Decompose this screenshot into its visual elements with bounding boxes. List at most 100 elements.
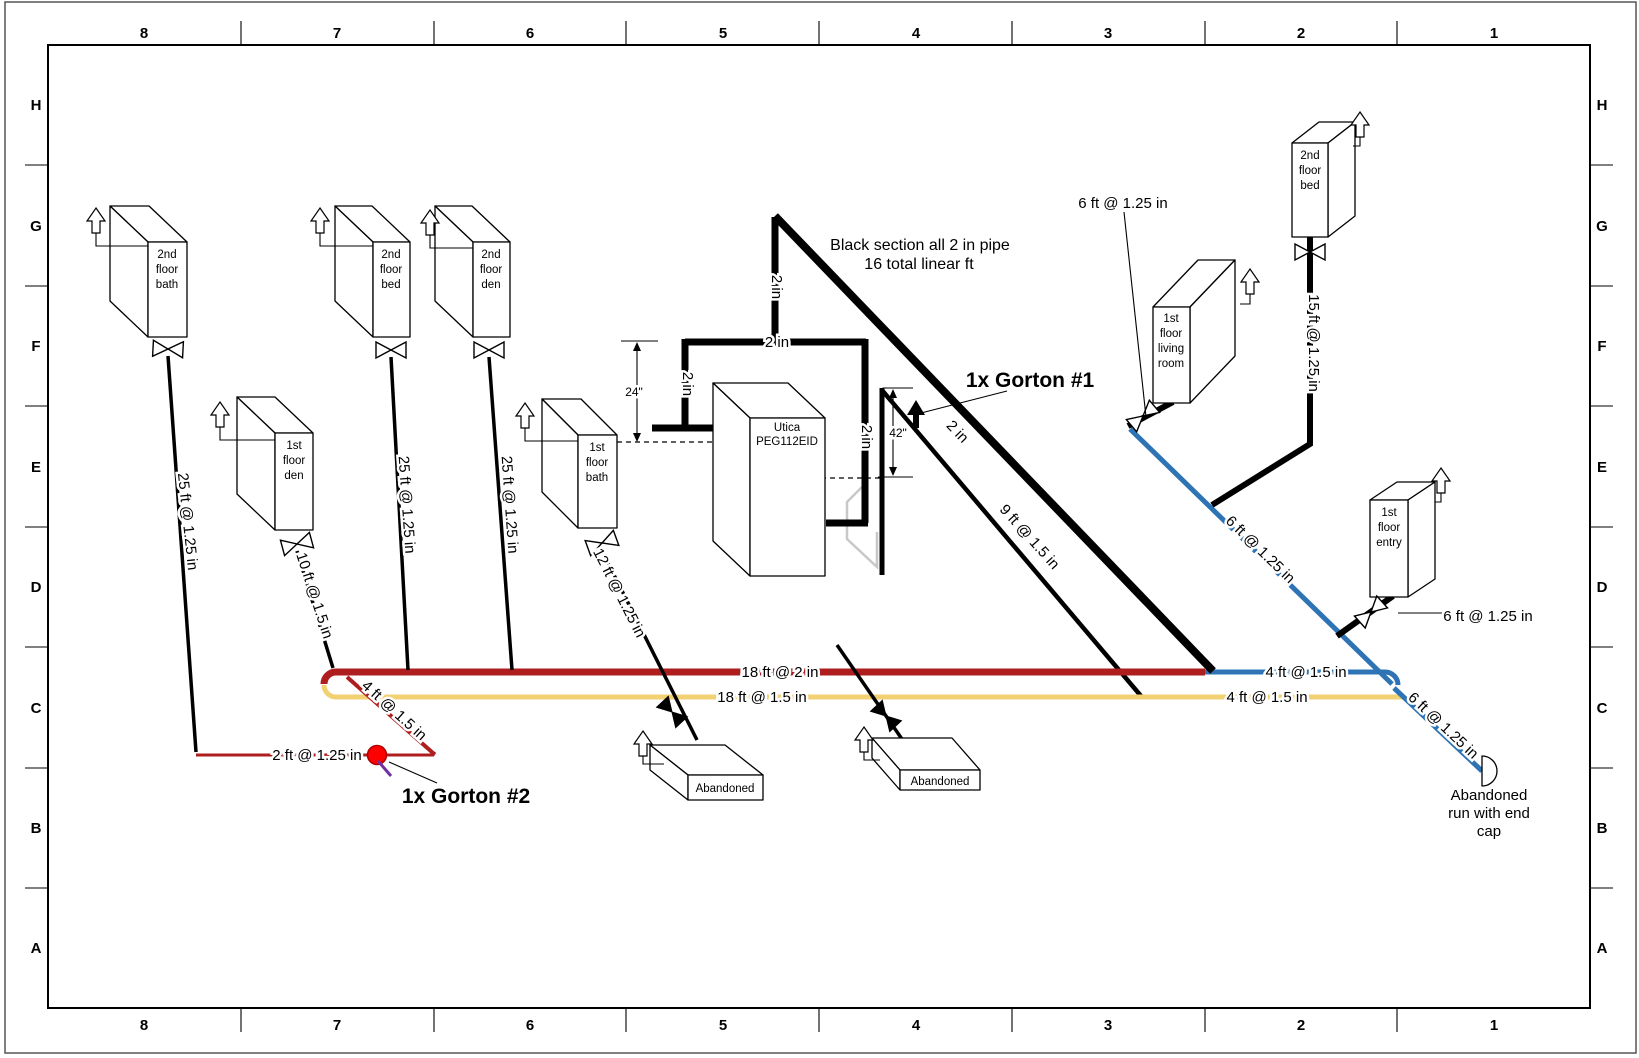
radiator-front-face — [1369, 499, 1409, 598]
pipe-red-branch — [345, 675, 435, 755]
boiler-left-face — [712, 382, 751, 577]
grid-row-label: C — [1597, 700, 1608, 717]
vent-icon — [1240, 268, 1260, 295]
radiator-front-face — [147, 241, 188, 338]
grid-col-label: 1 — [1490, 1017, 1498, 1034]
grid-col-label: 5 — [719, 1017, 727, 1034]
radiator-label: floor — [283, 455, 306, 467]
run-label-den1: 10 ft @ 1.5 in — [292, 550, 336, 640]
gorton1-label: 1x Gorton #1 — [966, 369, 1095, 392]
vent-icon — [310, 207, 330, 234]
grid-row-label: E — [1597, 459, 1607, 476]
label-yellow-main: 18 ft @ 1.5 in — [717, 689, 806, 706]
boiler-model: PEG112EID — [756, 436, 818, 448]
air-vents — [86, 111, 1451, 765]
radiator-label: 2nd — [481, 249, 500, 261]
grid-col-label: 2 — [1297, 25, 1305, 42]
label-riser-2in: 2 in — [768, 275, 785, 299]
black-section-note-line2: 16 total linear ft — [864, 256, 974, 273]
abandoned-front-face — [687, 774, 764, 801]
radiator-1st-floor-bath: 1st floor bath — [541, 398, 618, 529]
grid-col-label: 8 — [140, 25, 148, 42]
valve-icon — [151, 339, 185, 359]
pipe-run-bed2r — [1210, 237, 1313, 508]
outer-border — [4, 1, 1637, 1054]
radiator-label: bath — [156, 279, 178, 291]
dimension-42in: 42" — [878, 387, 913, 478]
radiator-1st-floor-den: 1st floor den — [236, 396, 314, 531]
gorton2-vent-icon — [366, 744, 388, 766]
grid-col-label: 7 — [333, 1017, 341, 1034]
abandoned-radiator-2: Abandoned — [871, 737, 981, 791]
vent-icon — [86, 207, 106, 234]
grid-col-label: 6 — [526, 25, 534, 42]
dimension-24in: 24" — [621, 340, 658, 442]
valve-icon — [473, 341, 505, 359]
radiator-2nd-floor-den: 2nd floor den — [434, 205, 511, 338]
radiator-label: floor — [380, 264, 403, 276]
grid-labels-top: 8 7 6 5 4 3 2 1 — [140, 25, 1498, 42]
run-label-bed2: 25 ft @ 1.25 in — [395, 455, 419, 554]
grid-row-label: H — [1597, 97, 1608, 114]
grid-row-label: F — [1597, 338, 1606, 355]
pipe-red-uturn — [320, 668, 346, 685]
label-yellow-right: 4 ft @ 1.5 in — [1226, 689, 1307, 706]
pipe-run-bed2 — [389, 356, 410, 671]
pipe-run-den1 — [295, 550, 335, 669]
pipe-blue-upper-diagonal — [1128, 427, 1394, 686]
label-left-drop-2in: 2 in — [679, 372, 696, 396]
abandoned-label: Abandoned — [696, 783, 755, 795]
black-section-note-line1: Black section all 2 in pipe — [830, 237, 1010, 254]
radiator-2nd-floor-bed-right: 2nd floor bed — [1291, 121, 1356, 238]
grid-col-label: 4 — [912, 25, 921, 42]
label-entry-run: 6 ft @ 1.25 in — [1443, 608, 1532, 625]
radiator-label: living — [1158, 343, 1184, 355]
radiator-label: 1st — [1163, 313, 1179, 325]
radiator-label: 2nd — [157, 249, 176, 261]
endcap-note-line3: cap — [1477, 823, 1501, 840]
living-run-leader-line — [1123, 211, 1147, 418]
label-blue-horizontal: 4 ft @ 1.5 in — [1265, 664, 1346, 681]
dim-42-label: 42" — [889, 426, 907, 440]
vent-icon — [515, 402, 535, 429]
closed-valve-icon — [870, 699, 902, 733]
grid-ticks — [25, 21, 1613, 1032]
radiator-label: bed — [381, 279, 400, 291]
grid-col-label: 8 — [140, 1017, 148, 1034]
grid-row-label: G — [1596, 218, 1608, 235]
label-diagonal-2in: 2 in — [943, 417, 972, 446]
radiator-side-face — [1327, 121, 1356, 238]
label-blue-lower: 6 ft @ 1.25 in — [1405, 689, 1482, 762]
radiator-label: floor — [156, 264, 179, 276]
radiator-front-face — [1291, 142, 1329, 238]
vent-icon — [854, 726, 874, 753]
radiator-front-face — [577, 434, 618, 529]
radiator-label: floor — [1378, 522, 1401, 534]
vent-connector-lines — [95, 137, 1442, 765]
grid-row-label: H — [31, 97, 42, 114]
grid-row-label: G — [30, 218, 42, 235]
label-living-run: 6 ft @ 1.25 in — [1078, 195, 1167, 212]
radiator-label: 1st — [286, 440, 302, 452]
grid-row-label: B — [1597, 820, 1608, 837]
radiator-label: 1st — [589, 442, 605, 454]
grid-row-label: D — [1597, 579, 1608, 596]
gorton2-label: 1x Gorton #2 — [402, 785, 530, 808]
radiator-label: den — [284, 470, 303, 482]
grid-row-label: E — [31, 459, 41, 476]
pipe-yellow-riser-diagonal — [879, 387, 1143, 698]
label-header-2in: 2 in — [765, 334, 789, 351]
pipe-run-bath1-abandoned — [599, 548, 699, 741]
grid-col-label: 1 — [1490, 25, 1498, 42]
grid-labels-bottom: 8 7 6 5 4 3 2 1 — [140, 1017, 1498, 1034]
radiator-side-face — [1407, 481, 1436, 598]
grid-row-label: A — [1597, 940, 1608, 957]
pipe-yellow-uturn — [321, 684, 337, 700]
gorton1-leader-line — [920, 390, 1008, 414]
radiator-label: room — [1158, 358, 1184, 370]
label-blue-upper: 6 ft @ 1.25 in — [1222, 513, 1298, 587]
grid-col-label: 3 — [1104, 1017, 1112, 1034]
black-header-piping — [652, 213, 1216, 674]
radiator-label: 2nd — [1300, 150, 1319, 162]
